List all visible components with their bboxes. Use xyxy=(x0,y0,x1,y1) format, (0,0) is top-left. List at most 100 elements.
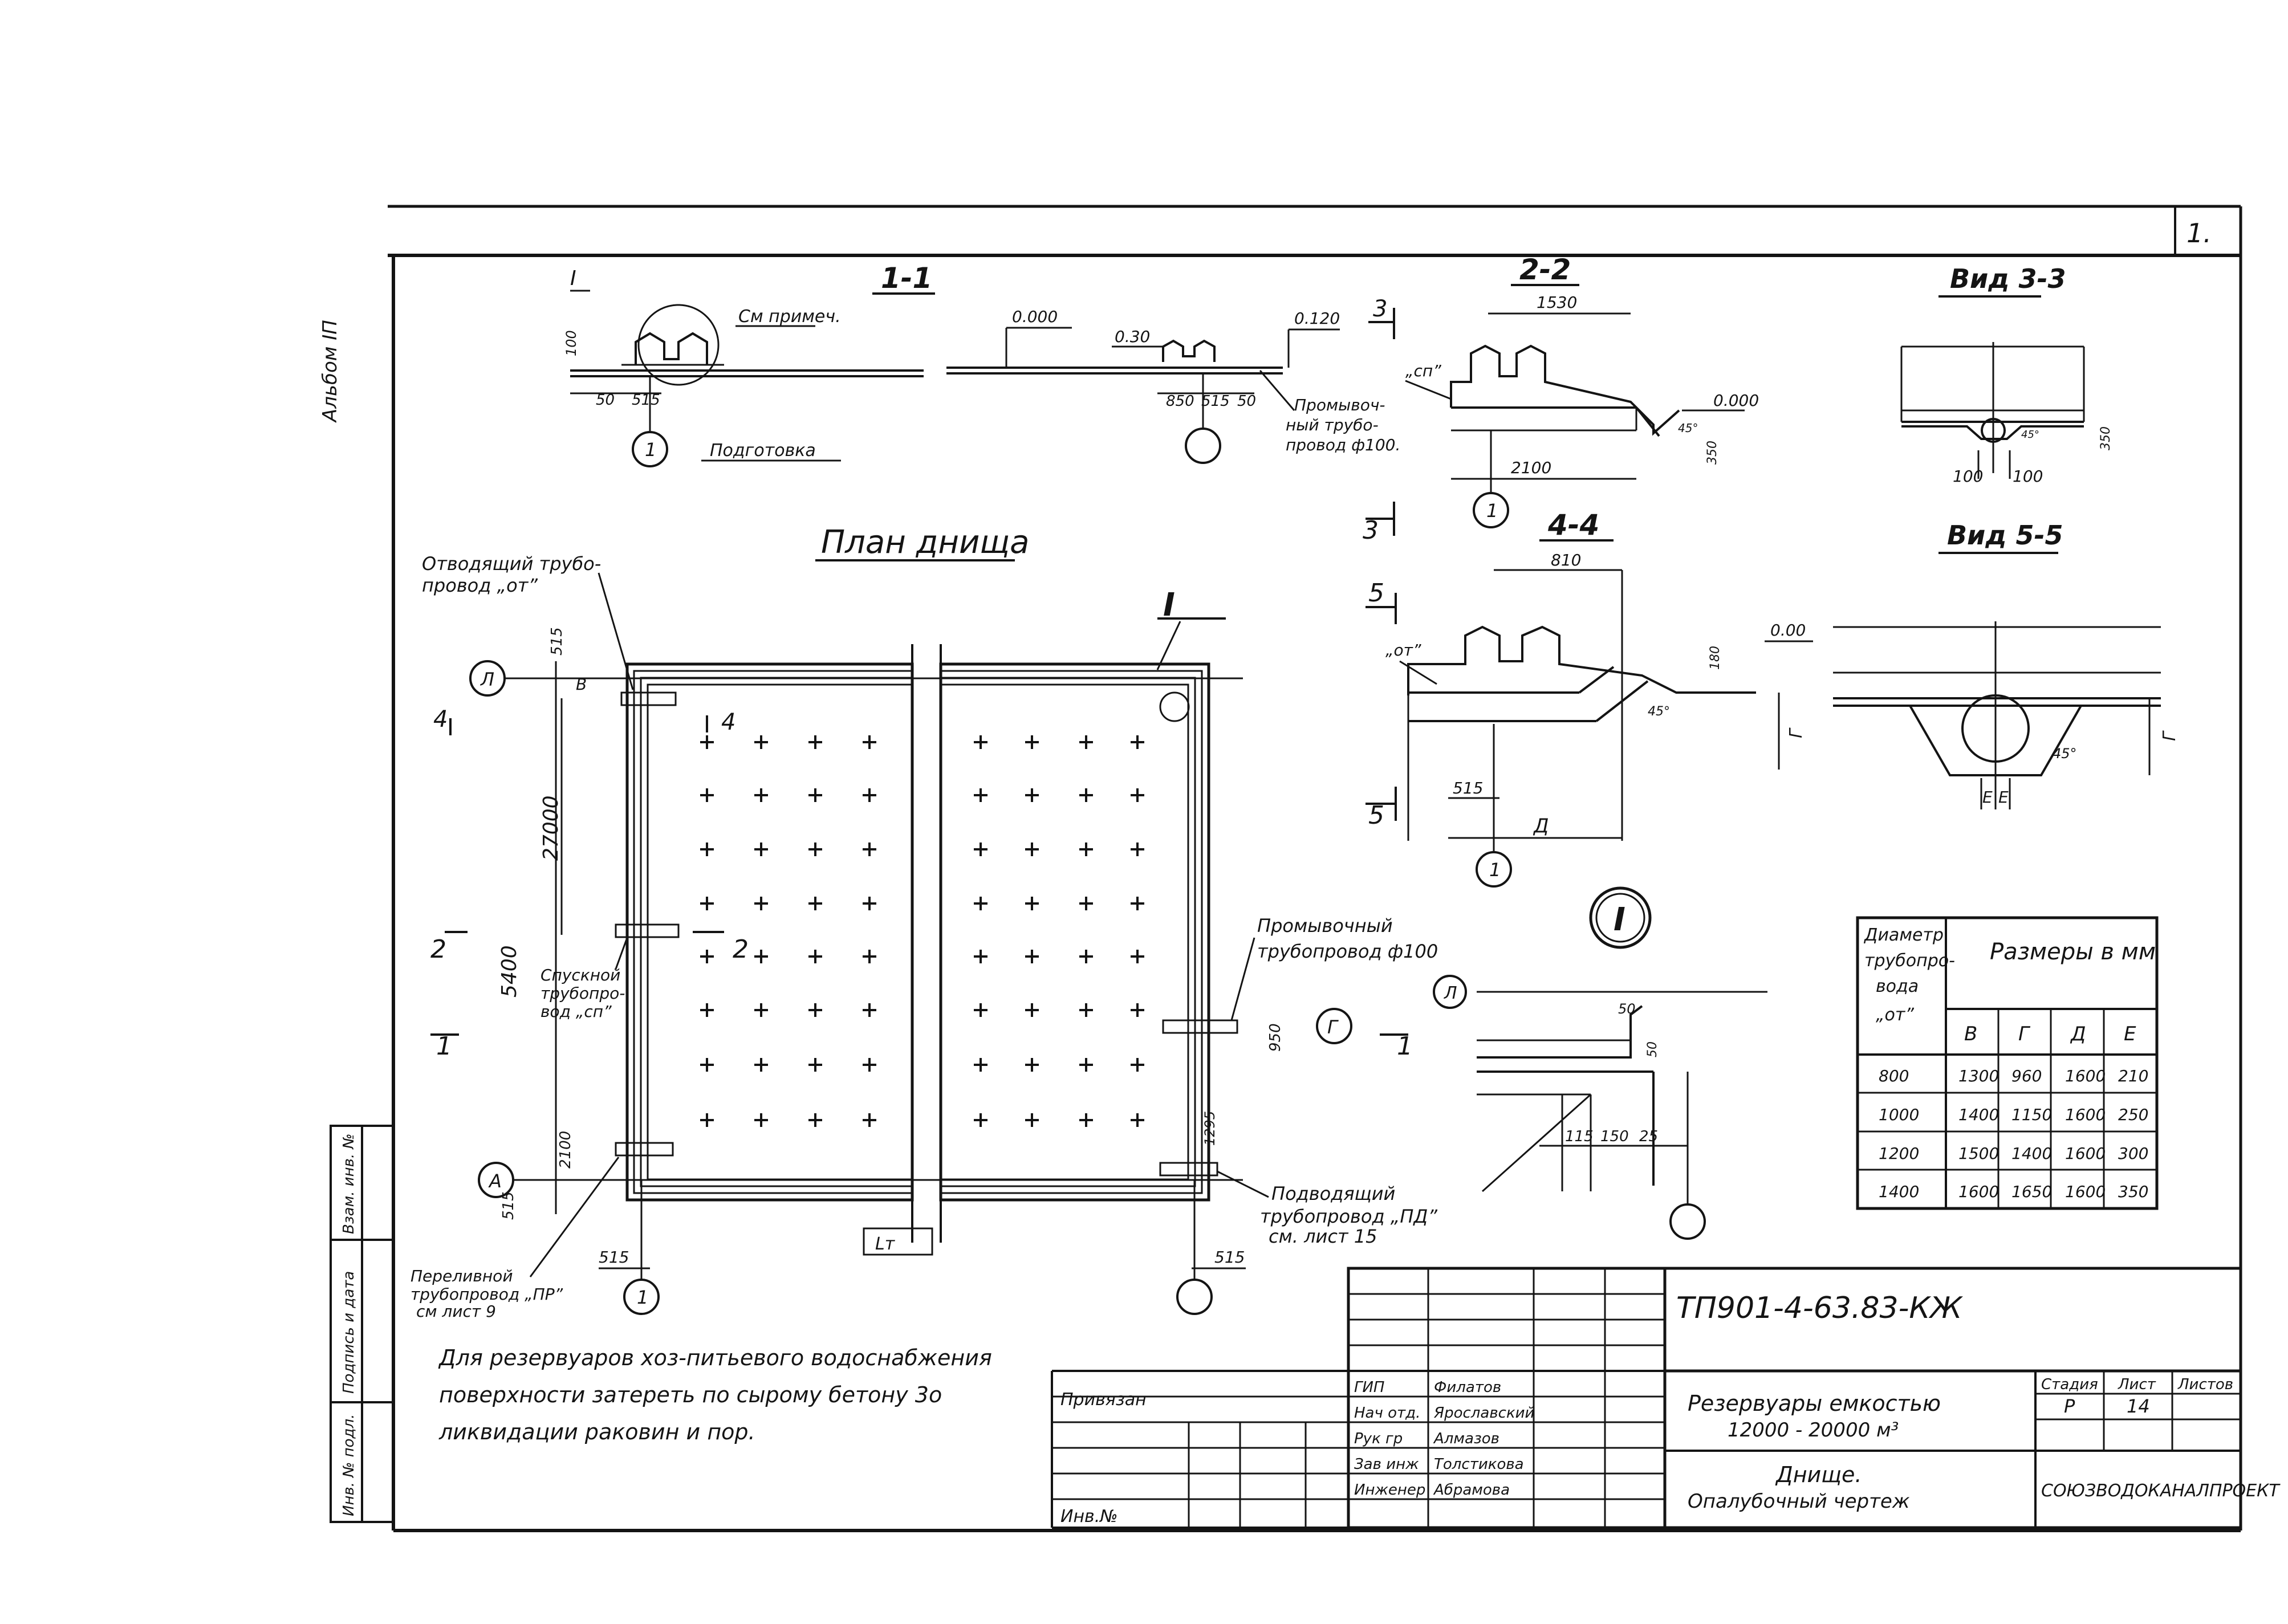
support-cross xyxy=(1025,897,1039,910)
support-cross xyxy=(1025,842,1039,856)
svg-text:Диаметр: Диаметр xyxy=(1863,925,1944,945)
support-cross xyxy=(1131,950,1144,963)
support-cross xyxy=(754,1113,768,1127)
support-marks-left xyxy=(700,735,876,1127)
support-cross xyxy=(754,735,768,749)
support-cross xyxy=(700,842,714,856)
support-cross xyxy=(1131,1058,1144,1072)
svg-text:Lт: Lт xyxy=(875,1234,896,1254)
svg-text:27000: 27000 xyxy=(539,795,563,861)
svg-text:трубопровод „ПД”: трубопровод „ПД” xyxy=(1260,1206,1437,1227)
general-note: Для резервуаров хоз-питьевого водоснабже… xyxy=(438,1345,992,1444)
support-cross xyxy=(808,788,822,802)
svg-text:вод „сп”: вод „сп” xyxy=(540,1002,612,1021)
svg-text:Промывочный: Промывочный xyxy=(1257,915,1393,937)
svg-text:1: 1 xyxy=(637,1287,648,1308)
support-cross xyxy=(808,1113,822,1127)
support-cross xyxy=(1079,735,1093,749)
support-cross xyxy=(974,735,987,749)
svg-text:Д: Д xyxy=(1533,815,1549,837)
plan-title: План днища xyxy=(821,524,1029,561)
svg-text:трубопровод „ПР”: трубопровод „ПР” xyxy=(411,1285,563,1304)
detail-I: I Л 50 50 115 150 25 xyxy=(1433,886,1767,1240)
svg-text:515: 515 xyxy=(1201,393,1230,410)
support-cross xyxy=(863,1058,876,1072)
svg-text:вода: вода xyxy=(1876,976,1919,996)
support-cross xyxy=(808,950,822,963)
svg-text:Инв.№: Инв.№ xyxy=(1060,1507,1117,1527)
table-cell: 1000 xyxy=(1879,1105,1919,1124)
svg-text:„сп”: „сп” xyxy=(1405,361,1441,380)
support-cross xyxy=(754,1058,768,1072)
svg-text:515: 515 xyxy=(632,392,660,409)
support-cross xyxy=(1131,842,1144,856)
svg-text:Взам. инв. №: Взам. инв. № xyxy=(340,1133,357,1234)
signature-name: Ярославский xyxy=(1433,1405,1534,1422)
svg-text:1: 1 xyxy=(1486,500,1498,522)
section-1-1: 1-1 I См примеч. 100 50 515 1 Подготовка… xyxy=(563,262,1400,467)
table-header-dims: Размеры в мм xyxy=(1990,939,2156,965)
svg-text:350: 350 xyxy=(2099,426,2113,450)
svg-text:трубопро-: трубопро- xyxy=(1864,951,1955,971)
support-cross xyxy=(863,788,876,802)
view-5-5: Вид 5-5 Е Е 45° Г xyxy=(1833,520,2180,809)
organization: СОЮЗВОДОКАНАЛПРОЕКТ xyxy=(2041,1481,2281,1501)
svg-text:50: 50 xyxy=(1618,1001,1636,1017)
svg-text:150: 150 xyxy=(1600,1128,1629,1145)
table-cell: 1600 xyxy=(2065,1067,2106,1085)
sheet-corner-number: 1. xyxy=(2187,218,2212,249)
svg-text:Подпись и дата: Подпись и дата xyxy=(340,1271,357,1394)
svg-text:Л: Л xyxy=(480,669,494,690)
title-code: ТП901-4-63.83-КЖ xyxy=(1676,1291,1963,1325)
table-cell: 1150 xyxy=(2011,1105,2052,1124)
svg-text:45°: 45° xyxy=(1678,421,1698,435)
table-cell: 1500 xyxy=(1958,1144,1999,1163)
sheet-frame xyxy=(388,205,2242,1532)
support-cross xyxy=(1131,1113,1144,1127)
svg-text:515: 515 xyxy=(599,1248,629,1267)
table-cell: 210 xyxy=(2118,1067,2148,1085)
signature-name: Абрамова xyxy=(1433,1481,1510,1499)
svg-text:4: 4 xyxy=(721,709,735,735)
svg-text:950: 950 xyxy=(1267,1023,1284,1052)
support-cross xyxy=(863,1113,876,1127)
svg-text:2100: 2100 xyxy=(1511,458,1551,477)
svg-text:Промывоч-: Промывоч- xyxy=(1294,396,1385,414)
svg-text:50: 50 xyxy=(1645,1041,1660,1057)
svg-text:2100: 2100 xyxy=(557,1131,574,1169)
table-cell: 1600 xyxy=(2065,1182,2106,1201)
svg-text:Р: Р xyxy=(2064,1395,2075,1417)
support-cross xyxy=(754,950,768,963)
svg-text:1530: 1530 xyxy=(1537,293,1577,312)
svg-text:5: 5 xyxy=(1368,801,1384,830)
svg-text:4: 4 xyxy=(433,706,448,732)
svg-text:Г: Г xyxy=(1786,727,1806,738)
svg-text:Г: Г xyxy=(2160,730,2180,741)
svg-text:В: В xyxy=(576,675,587,694)
left-stamp: Инв. № подл. Подпись и дата Взам. инв. № xyxy=(330,1125,395,1523)
svg-text:100: 100 xyxy=(2013,467,2043,486)
support-cross xyxy=(808,842,822,856)
signature-role: ГИП xyxy=(1354,1379,1385,1396)
svg-text:1295: 1295 xyxy=(1202,1111,1218,1146)
plan-section: План днища I Л А 1 xyxy=(411,524,1438,1321)
support-cross xyxy=(1079,1058,1093,1072)
svg-text:350: 350 xyxy=(1705,441,1720,465)
svg-text:2: 2 xyxy=(430,935,446,964)
support-cross xyxy=(754,788,768,802)
svg-text:см. лист 15: см. лист 15 xyxy=(1269,1226,1377,1247)
s11-podg: Подготовка xyxy=(710,441,816,461)
support-cross xyxy=(808,897,822,910)
svg-text:Подводящий: Подводящий xyxy=(1271,1183,1395,1204)
svg-text:Г: Г xyxy=(2018,1023,2031,1045)
support-cross xyxy=(1131,788,1144,802)
section-4-4-title: 4-4 xyxy=(1547,508,1599,542)
signature-name: Толстикова xyxy=(1434,1456,1524,1473)
svg-text:0.000: 0.000 xyxy=(1713,391,1759,410)
svg-text:515: 515 xyxy=(1453,779,1483,797)
support-cross xyxy=(1131,897,1144,910)
table-cell: 250 xyxy=(2118,1105,2148,1124)
support-cross xyxy=(754,897,768,910)
support-cross xyxy=(1079,788,1093,802)
